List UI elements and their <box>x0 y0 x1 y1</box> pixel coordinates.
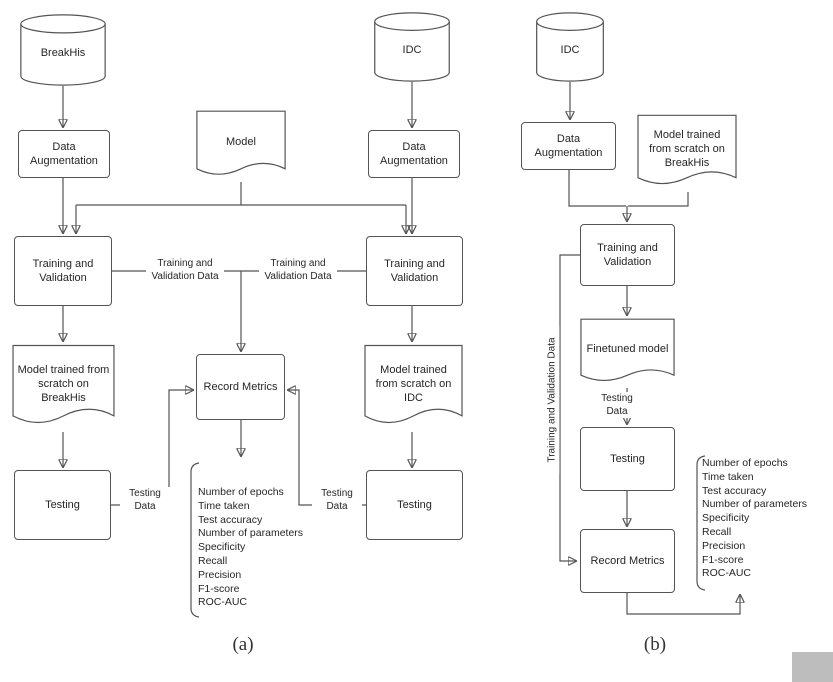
metric-item: Number of parameters <box>198 527 304 540</box>
node-label: Data Augmentation <box>534 132 603 159</box>
document-finetuned-model: Finetuned model <box>580 318 675 388</box>
node-label: Model <box>226 135 256 148</box>
metric-item: F1-score <box>198 582 240 595</box>
box-record-metrics-a: Record Metrics <box>196 354 285 420</box>
metric-item: ROC-AUC <box>198 596 247 609</box>
metrics-bracket-a <box>190 462 200 618</box>
node-label: Testing <box>610 452 645 465</box>
box-data-augmentation-b: Data Augmentation <box>521 122 616 170</box>
metric-item: Number of epochs <box>702 457 788 469</box>
cylinder-shape <box>374 12 450 82</box>
node-label: Training and Validation <box>597 241 658 268</box>
database-breakhis: BreakHis <box>20 14 106 86</box>
node-label: Data Augmentation <box>30 140 98 167</box>
box-testing-left: Testing <box>14 470 111 540</box>
line-dataaug-b-merge <box>568 170 626 207</box>
metric-item: ROC-AUC <box>702 567 751 580</box>
metric-item: Recall <box>702 525 732 538</box>
box-data-augmentation-left: Data Augmentation <box>18 130 110 178</box>
cylinder-shape <box>536 12 604 82</box>
edge-label-testing-data-left: Testing Data <box>120 487 170 513</box>
edge-label-train-val-data-left: Training and Validation Data <box>146 257 224 283</box>
edge-label-train-val-data-right: Training and Validation Data <box>259 257 337 283</box>
document-shape <box>637 114 737 192</box>
node-label: IDC <box>560 43 580 56</box>
node-label: Data Augmentation <box>380 140 448 167</box>
metric-item: Specificity <box>198 541 246 554</box>
metric-item: Recall <box>198 554 228 567</box>
database-idc-b: IDC <box>536 12 604 82</box>
metric-item: Test accuracy <box>702 484 767 497</box>
node-label: Training and Validation <box>384 257 445 284</box>
node-label: Training and Validation <box>32 257 94 284</box>
document-model: Model <box>196 110 286 182</box>
document-model-breakhis: Model trained from scratch on BreakHis <box>12 344 115 432</box>
metric-item: Specificity <box>702 512 750 525</box>
document-model-breakhis-b: Model trained from scratch on BreakHis <box>637 114 737 192</box>
metric-item: F1-score <box>702 553 744 566</box>
node-label: Finetuned model <box>586 342 669 355</box>
document-shape <box>196 110 286 182</box>
box-data-augmentation-right: Data Augmentation <box>368 130 460 178</box>
box-training-validation-b: Training and Validation <box>580 224 675 286</box>
metric-item: Precision <box>702 539 746 552</box>
edge-label-testing-data-b: Testing Data <box>593 392 641 418</box>
edge-label-testing-data-right: Testing Data <box>312 487 362 513</box>
metric-item: Time taken <box>198 499 250 512</box>
metrics-bracket-b <box>696 455 706 591</box>
node-label: Record Metrics <box>590 554 665 567</box>
node-label: Record Metrics <box>203 380 278 393</box>
caption-a: (a) <box>232 634 254 655</box>
document-model-idc: Model trained from scratch on IDC <box>364 344 463 432</box>
metric-item: Test accuracy <box>198 513 263 526</box>
arrow-record-b-to-metrics-b <box>626 593 740 615</box>
metric-item: Time taken <box>702 470 754 483</box>
box-testing-right: Testing <box>366 470 463 540</box>
database-idc-a: IDC <box>374 12 450 82</box>
caption-b: (b) <box>643 634 667 655</box>
metric-item: Precision <box>198 568 242 581</box>
box-record-metrics-b: Record Metrics <box>580 529 675 593</box>
node-label: Model trained from scratch on BreakHis <box>649 128 725 170</box>
document-shape <box>12 344 115 432</box>
line-modeldoc-b-merge <box>628 192 689 207</box>
arrow-train-b-loop-to-record-b <box>559 254 580 561</box>
document-shape <box>580 318 675 388</box>
metric-item: Number of parameters <box>702 498 808 511</box>
node-label: Model trained from scratch on BreakHis <box>17 363 110 405</box>
box-training-validation-left: Training and Validation <box>14 236 112 306</box>
node-label: Testing <box>45 498 80 511</box>
node-label: IDC <box>402 43 422 56</box>
metric-item: Number of epochs <box>198 486 284 498</box>
node-label: BreakHis <box>40 46 86 59</box>
box-training-validation-right: Training and Validation <box>366 236 463 306</box>
box-testing-b: Testing <box>580 427 675 491</box>
node-label: Testing <box>397 498 432 511</box>
document-shape <box>364 344 463 432</box>
page-corner-shadow <box>792 652 833 682</box>
edge-label-train-val-data-b: Training and Validation Data <box>545 326 560 474</box>
cylinder-shape <box>20 14 106 86</box>
node-label: Model trained from scratch on IDC <box>375 363 452 405</box>
